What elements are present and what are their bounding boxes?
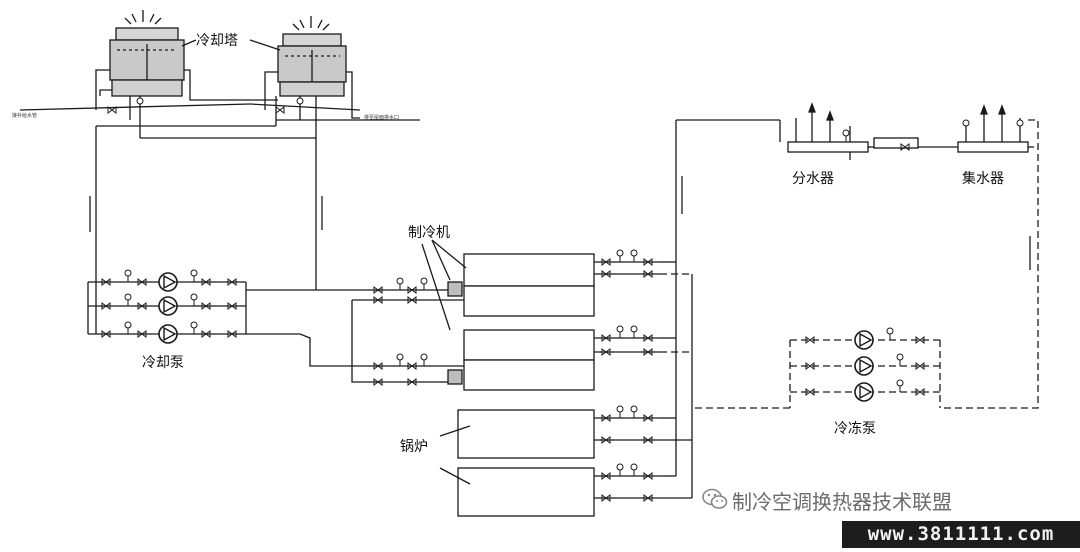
chiller-1-top <box>463 253 595 287</box>
chilled-pump-3 <box>854 382 874 402</box>
cooling-tower-2 <box>277 16 347 97</box>
makeup-water-label: 接补给水管 <box>12 113 38 119</box>
cooling-pump-label: 冷却泵 <box>142 355 184 371</box>
chiller-1-bottom <box>463 285 595 317</box>
boiler-label: 锅炉 <box>400 439 428 455</box>
roof-drain-label: 排至屋面排水口 <box>364 115 400 121</box>
supply-header-label: 分水器 <box>792 171 834 187</box>
return-header-body <box>957 141 1029 153</box>
chilled-pump-2 <box>854 356 874 376</box>
cooling-pump-2 <box>158 296 178 316</box>
cooling-tower-1 <box>109 10 185 97</box>
wechat-icon <box>702 488 728 509</box>
chilled-pump-1 <box>854 330 874 350</box>
supply-header-body <box>787 141 869 153</box>
cooling-pump-3 <box>158 324 178 344</box>
return-header-label: 集水器 <box>962 171 1004 187</box>
chiller-2-bottom <box>463 359 595 391</box>
boiler-1 <box>457 409 595 459</box>
boiler-2 <box>457 467 595 517</box>
cooling-tower-label: 冷却塔 <box>196 33 238 49</box>
watermark-text: 制冷空调换热器技术联盟 <box>732 490 952 514</box>
chiller-label: 制冷机 <box>408 225 450 241</box>
site-url-banner: www.3811111.com <box>842 521 1080 548</box>
chiller-2-top <box>463 329 595 361</box>
chilled-pump-label: 冷冻泵 <box>834 421 876 437</box>
cooling-pump-1 <box>158 272 178 292</box>
